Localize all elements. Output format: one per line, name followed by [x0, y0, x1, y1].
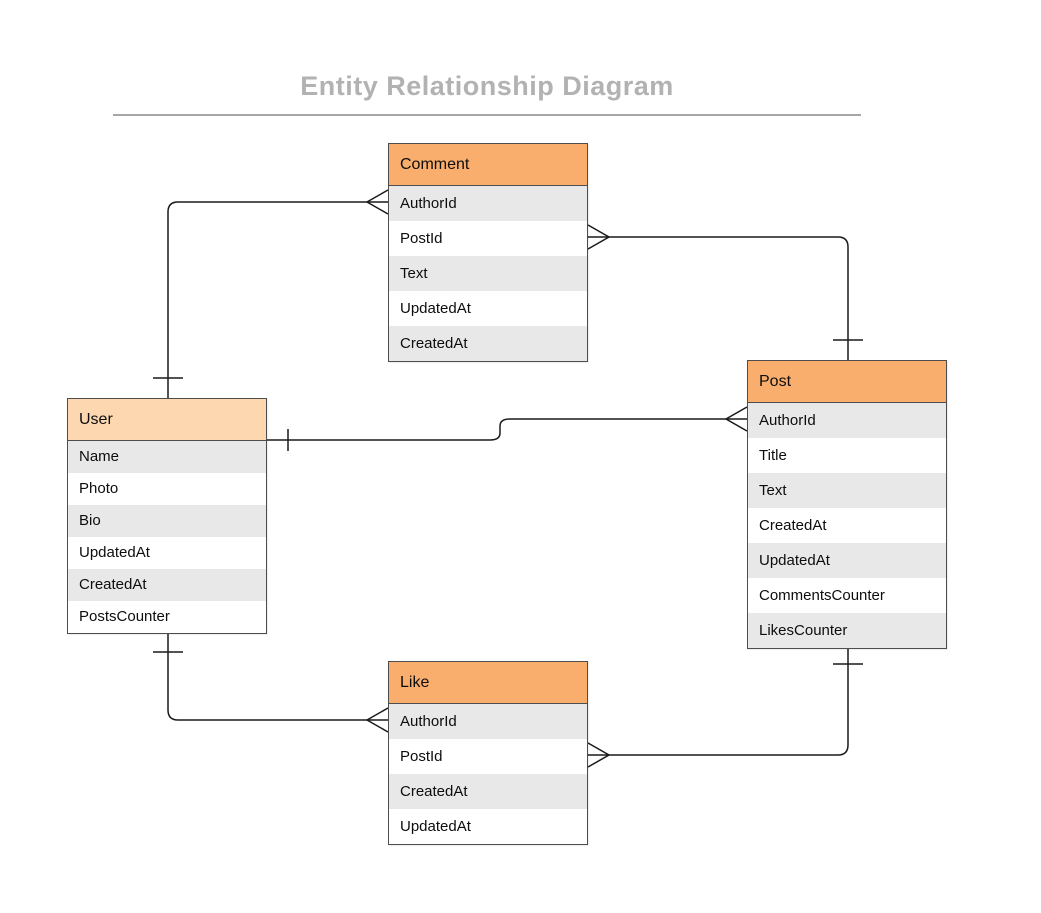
field-row: UpdatedAt [748, 543, 946, 578]
field-row: CreatedAt [748, 508, 946, 543]
crowsfoot-many-icon [587, 742, 611, 768]
field-row: Name [68, 441, 266, 473]
field-row: Text [389, 256, 587, 291]
field-row: UpdatedAt [389, 291, 587, 326]
field-row: PostId [389, 221, 587, 256]
field-row: Photo [68, 473, 266, 505]
field-row: PostsCounter [68, 601, 266, 633]
relation-line [267, 418, 747, 441]
field-row: CreatedAt [389, 774, 587, 809]
entity-header: Post [748, 361, 946, 403]
entity-like[interactable]: Like AuthorId PostId CreatedAt UpdatedAt [388, 661, 588, 845]
field-row: LikesCounter [748, 613, 946, 648]
field-row: CommentsCounter [748, 578, 946, 613]
relation-user-like [153, 632, 389, 733]
relation-line [167, 632, 388, 721]
entity-header: Comment [389, 144, 587, 186]
entity-user[interactable]: User Name Photo Bio UpdatedAt CreatedAt … [67, 398, 267, 634]
field-row: AuthorId [389, 186, 587, 221]
field-row: UpdatedAt [389, 809, 587, 844]
field-row: CreatedAt [389, 326, 587, 361]
entity-post[interactable]: Post AuthorId Title Text CreatedAt Updat… [747, 360, 947, 649]
relation-line [588, 236, 849, 360]
relation-user-post [267, 406, 748, 451]
field-row: Title [748, 438, 946, 473]
title-divider [113, 114, 861, 116]
relation-post-comment [587, 224, 863, 360]
relation-line [588, 647, 849, 756]
entity-header: User [68, 399, 266, 441]
crowsfoot-many-icon [724, 406, 748, 432]
field-row: PostId [389, 739, 587, 774]
crowsfoot-many-icon [365, 189, 389, 215]
crowsfoot-many-icon [365, 707, 389, 733]
relation-line [167, 201, 388, 398]
page-title: Entity Relationship Diagram [300, 71, 674, 101]
title-block: Entity Relationship Diagram [113, 70, 861, 102]
relation-user-comment [153, 189, 389, 398]
field-row: AuthorId [748, 403, 946, 438]
field-row: CreatedAt [68, 569, 266, 601]
field-row: Bio [68, 505, 266, 537]
crowsfoot-many-icon [587, 224, 611, 250]
entity-header: Like [389, 662, 587, 704]
entity-comment[interactable]: Comment AuthorId PostId Text UpdatedAt C… [388, 143, 588, 362]
relation-post-like [587, 647, 863, 768]
field-row: AuthorId [389, 704, 587, 739]
field-row: Text [748, 473, 946, 508]
field-row: UpdatedAt [68, 537, 266, 569]
